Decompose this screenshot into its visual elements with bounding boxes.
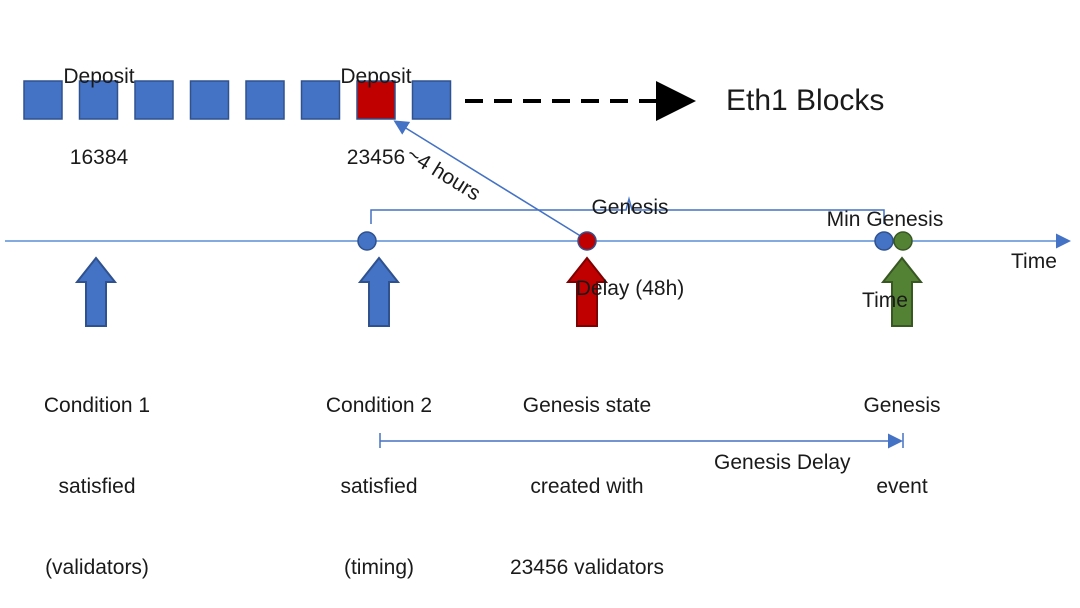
genesis-timeline-diagram: ~4 hours (5, 80, 1071, 449)
eth1-block (78, 80, 119, 120)
genesis-event-label: Genesis event (842, 338, 962, 527)
eth1-block (411, 80, 452, 120)
condition1-line2: satisfied (58, 475, 136, 498)
genesis-event-dot (893, 231, 913, 251)
eth1-block (300, 80, 341, 120)
eth1-block (245, 80, 285, 120)
genesis-state-line1: Genesis state (522, 394, 652, 417)
condition1-line1: Condition 1 (43, 394, 151, 417)
time-axis-label: Time (1011, 250, 1057, 273)
genesis-delay-brace (370, 196, 885, 224)
deposit-label-16384-line2: 16384 (69, 146, 129, 169)
genesis-state-dot (577, 231, 597, 251)
deposit-label-16384-line1: Deposit (63, 65, 135, 88)
genesis-state-label: Genesis state created with 23456 validat… (487, 338, 687, 608)
genesis-delay-brace-label: Genesis Delay (48h) (560, 140, 700, 329)
eth1-blocks-label: Eth1 Blocks (726, 84, 885, 117)
genesis-event-line2: event (876, 475, 928, 498)
deposit-label-16384: Deposit 16384 (49, 9, 149, 198)
four-hours-arrow (393, 120, 588, 241)
genesis-delay-brace-line1: Genesis (591, 196, 669, 219)
condition2-line1: Condition 2 (325, 394, 433, 417)
genesis-event-up-arrow (880, 256, 924, 327)
condition1-line3: (validators) (45, 556, 149, 579)
min-genesis-time-dot (874, 231, 894, 251)
condition2-label: Condition 2 satisfied (timing) (299, 338, 459, 608)
genesis-delay-span-label: Genesis Delay (714, 451, 851, 474)
condition1-label: Condition 1 satisfied (validators) (17, 338, 177, 608)
eth1-block (134, 80, 174, 120)
min-genesis-time-line1: Min Genesis (826, 208, 944, 231)
min-genesis-time-line2: Time (862, 289, 908, 312)
min-genesis-time-label: Min Genesis Time (810, 152, 960, 341)
condition2-up-arrow (357, 256, 401, 327)
eth1-block-deposit-23456 (356, 80, 396, 120)
genesis-state-up-arrow (565, 256, 609, 327)
eth1-block (23, 80, 63, 120)
deposit-label-23456-line2: 23456 (346, 146, 406, 169)
genesis-state-line3: 23456 validators (509, 556, 665, 579)
condition1-up-arrow (74, 256, 118, 327)
genesis-event-line1: Genesis (863, 394, 941, 417)
eth1-block (189, 80, 230, 120)
condition2-dot (357, 231, 377, 251)
genesis-delay-brace-line2: Delay (48h) (575, 277, 685, 300)
deposit-label-23456-line1: Deposit (340, 65, 412, 88)
condition2-line2: satisfied (340, 475, 418, 498)
condition2-line3: (timing) (343, 556, 414, 579)
genesis-state-line2: created with (530, 475, 644, 498)
deposit-label-23456: Deposit 23456 (326, 9, 426, 198)
eth1-blocks (23, 80, 452, 120)
